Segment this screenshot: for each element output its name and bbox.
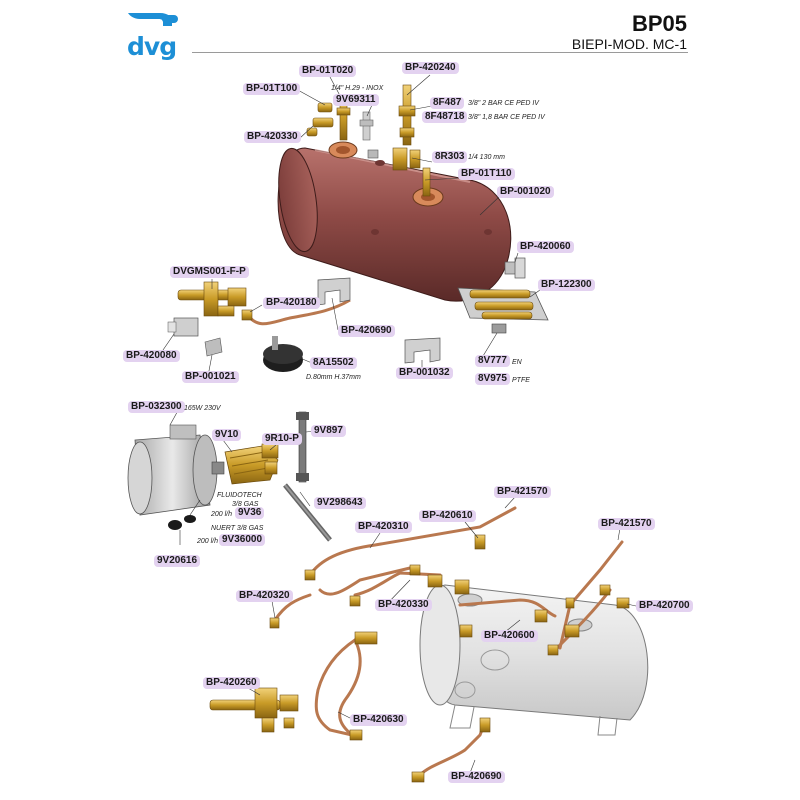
part-label: BP-420260 bbox=[203, 677, 260, 689]
part-label: 9V69311 bbox=[333, 94, 379, 106]
part-note: FLUIDOTECH bbox=[217, 492, 262, 499]
pipe-fittings-drawing bbox=[269, 534, 630, 783]
part-label: 8F487 bbox=[430, 97, 465, 109]
part-note: 200 l/h bbox=[197, 538, 219, 545]
element-bracket-drawing bbox=[457, 257, 549, 334]
part-label: BP-420690 bbox=[448, 771, 505, 783]
part-note: 1/4" H.29 - INOX bbox=[331, 85, 384, 92]
part-label: BP-01T100 bbox=[243, 83, 301, 95]
part-label: BP-420600 bbox=[481, 630, 538, 642]
part-label: BP-01T110 bbox=[458, 168, 515, 180]
part-label: 8V975 bbox=[475, 373, 510, 385]
part-label: BP-420320 bbox=[236, 590, 293, 602]
part-note: 3/8" 1,8 BAR CE PED IV bbox=[468, 114, 545, 121]
part-label: BP-420310 bbox=[355, 521, 412, 533]
part-label: 8R303 bbox=[432, 151, 468, 163]
part-note: 3/8" 2 BAR CE PED IV bbox=[468, 100, 539, 107]
level-valve-drawing bbox=[167, 277, 441, 372]
part-note: PTFE bbox=[512, 377, 530, 384]
part-label: 9V20616 bbox=[154, 555, 201, 567]
part-label: 9V10 bbox=[212, 429, 242, 441]
part-label: 9R10-P bbox=[262, 433, 302, 445]
part-note: D.80mm H.37mm bbox=[306, 374, 361, 381]
header-code: BP05 bbox=[631, 11, 687, 36]
part-label: BP-420330 bbox=[244, 131, 301, 143]
header-model: BIEPI-MOD. MC-1 bbox=[571, 36, 687, 52]
part-label: BP-420700 bbox=[636, 600, 693, 612]
boiler-fittings bbox=[306, 84, 431, 197]
boiler-drawing bbox=[277, 141, 512, 302]
part-label: BP-421570 bbox=[494, 486, 551, 498]
part-label: 9V36000 bbox=[219, 534, 266, 546]
part-label: BP-420080 bbox=[123, 350, 180, 362]
part-label: BP-420630 bbox=[350, 714, 407, 726]
part-label: DVGMS001-F-P bbox=[170, 266, 249, 278]
part-note: 200 l/h bbox=[211, 511, 233, 518]
part-label: 8V777 bbox=[475, 355, 510, 367]
part-label: BP-420180 bbox=[263, 297, 320, 309]
brand-name: dvg bbox=[127, 32, 177, 61]
part-note: 1/4 130 mm bbox=[468, 154, 505, 161]
part-label: BP-420240 bbox=[402, 62, 459, 74]
part-note: EN bbox=[512, 359, 522, 366]
part-label: 9V36 bbox=[235, 507, 265, 519]
part-label: 9V298643 bbox=[314, 497, 366, 509]
part-label: BP-420330 bbox=[375, 599, 432, 611]
part-label: BP-421570 bbox=[598, 518, 655, 530]
part-label: 8A15502 bbox=[310, 357, 357, 369]
tap-valve-drawing bbox=[209, 687, 299, 733]
part-label: BP-420060 bbox=[517, 241, 574, 253]
header-divider bbox=[192, 52, 688, 53]
part-note: 165W 230V bbox=[184, 405, 221, 412]
ghost-boiler-drawing bbox=[419, 584, 649, 736]
pump-motor-drawing bbox=[127, 411, 332, 542]
part-label: 8F48718 bbox=[422, 111, 468, 123]
part-note: 3/8 GAS bbox=[232, 501, 259, 508]
part-label: BP-420610 bbox=[419, 510, 476, 522]
part-label: BP-001020 bbox=[497, 186, 554, 198]
part-label: 9V897 bbox=[311, 425, 346, 437]
part-label: BP-01T020 bbox=[299, 65, 357, 77]
part-label: BP-420690 bbox=[338, 325, 395, 337]
part-label: BP-001021 bbox=[182, 371, 239, 383]
part-label: BP-032300 bbox=[128, 401, 185, 413]
part-label: BP-001032 bbox=[396, 367, 453, 379]
part-label: BP-122300 bbox=[538, 279, 595, 291]
dvg-logo bbox=[128, 13, 178, 26]
part-note: NUERT 3/8 GAS bbox=[211, 525, 264, 532]
